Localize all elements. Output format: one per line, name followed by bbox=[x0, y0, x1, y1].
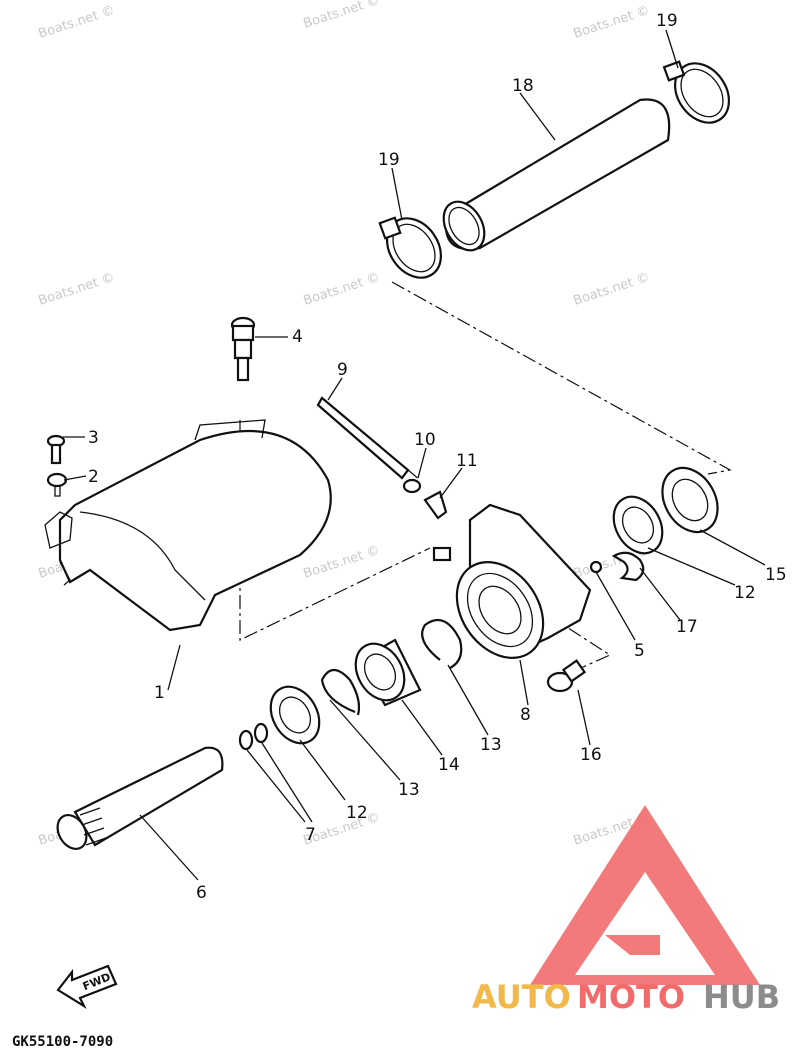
logo-text-auto: AUTO bbox=[472, 978, 571, 1016]
hose-clamp-19-upper bbox=[662, 60, 730, 124]
watermark-text: Boats.net © bbox=[572, 3, 652, 42]
logo-text-moto: MOTO bbox=[577, 978, 685, 1016]
circlip-13-right bbox=[421, 618, 463, 669]
bolt-11 bbox=[423, 490, 448, 520]
callout-9: 9 bbox=[337, 360, 348, 380]
callout-8: 8 bbox=[520, 705, 531, 725]
pin-9 bbox=[316, 396, 410, 480]
automotohub-logo: AUTO MOTO HUB bbox=[472, 805, 780, 1016]
cover-1 bbox=[44, 419, 332, 632]
leader-lines bbox=[63, 29, 766, 881]
washer-2 bbox=[46, 472, 68, 497]
bolt-16 bbox=[546, 659, 587, 693]
callout-7: 7 bbox=[305, 825, 316, 845]
callout-14: 14 bbox=[438, 755, 460, 775]
o-rings-7 bbox=[238, 722, 269, 751]
assembly-line-cover bbox=[239, 420, 431, 641]
fitting-4 bbox=[230, 316, 256, 382]
bearing-14 bbox=[354, 638, 422, 707]
watermark-text: Boats.net © bbox=[37, 270, 117, 309]
watermark-text: Boats.net © bbox=[37, 3, 117, 42]
callout-12-right: 12 bbox=[734, 583, 756, 603]
oil-seal-12-right bbox=[612, 495, 664, 555]
callout-13-right: 13 bbox=[480, 735, 502, 755]
callout-10: 10 bbox=[414, 430, 436, 450]
callout-18: 18 bbox=[512, 76, 534, 96]
logo-triangle-icon bbox=[530, 805, 760, 985]
callout-12-left: 12 bbox=[346, 803, 368, 823]
callout-11: 11 bbox=[456, 451, 478, 471]
circlip-13-left bbox=[320, 668, 361, 716]
callout-16: 16 bbox=[580, 745, 602, 765]
callout-2: 2 bbox=[88, 467, 99, 487]
logo-text-hub: HUB bbox=[703, 978, 780, 1016]
callout-5: 5 bbox=[634, 641, 645, 661]
watermark-text: Boats.net © bbox=[572, 270, 652, 309]
oil-seal-12-left bbox=[269, 685, 321, 745]
watermark-text: Boats.net © bbox=[302, 543, 382, 582]
screw-3 bbox=[46, 434, 66, 465]
hose-18 bbox=[442, 98, 671, 252]
housing-8 bbox=[432, 503, 592, 659]
watermark-text: Boats.net © bbox=[302, 0, 382, 32]
callout-4: 4 bbox=[292, 327, 303, 347]
callout-3: 3 bbox=[88, 428, 99, 448]
fwd-arrow-icon: FWD bbox=[56, 964, 118, 1009]
pin-5 bbox=[589, 560, 603, 574]
callout-1: 1 bbox=[154, 683, 165, 703]
callout-19-upper: 19 bbox=[656, 11, 678, 31]
callout-15: 15 bbox=[765, 565, 787, 585]
callout-numbers: 18 19 19 4 3 2 9 10 11 1 5 17 12 15 8 16… bbox=[88, 11, 787, 903]
callout-13-left: 13 bbox=[398, 780, 420, 800]
callout-6: 6 bbox=[196, 883, 207, 903]
callout-17: 17 bbox=[676, 617, 698, 637]
diagram-code: GK55100-7090 bbox=[12, 1034, 113, 1050]
callout-19-lower: 19 bbox=[378, 150, 400, 170]
assembly-line-bolt bbox=[547, 614, 612, 673]
shaft-6 bbox=[56, 746, 224, 850]
assembly-line-hose bbox=[391, 281, 732, 475]
oil-seal-15 bbox=[661, 466, 719, 534]
hose-clamp-19-lower bbox=[378, 216, 442, 279]
clip-10 bbox=[402, 478, 422, 494]
watermark-text: Boats.net © bbox=[302, 270, 382, 309]
clip-17 bbox=[611, 551, 645, 582]
